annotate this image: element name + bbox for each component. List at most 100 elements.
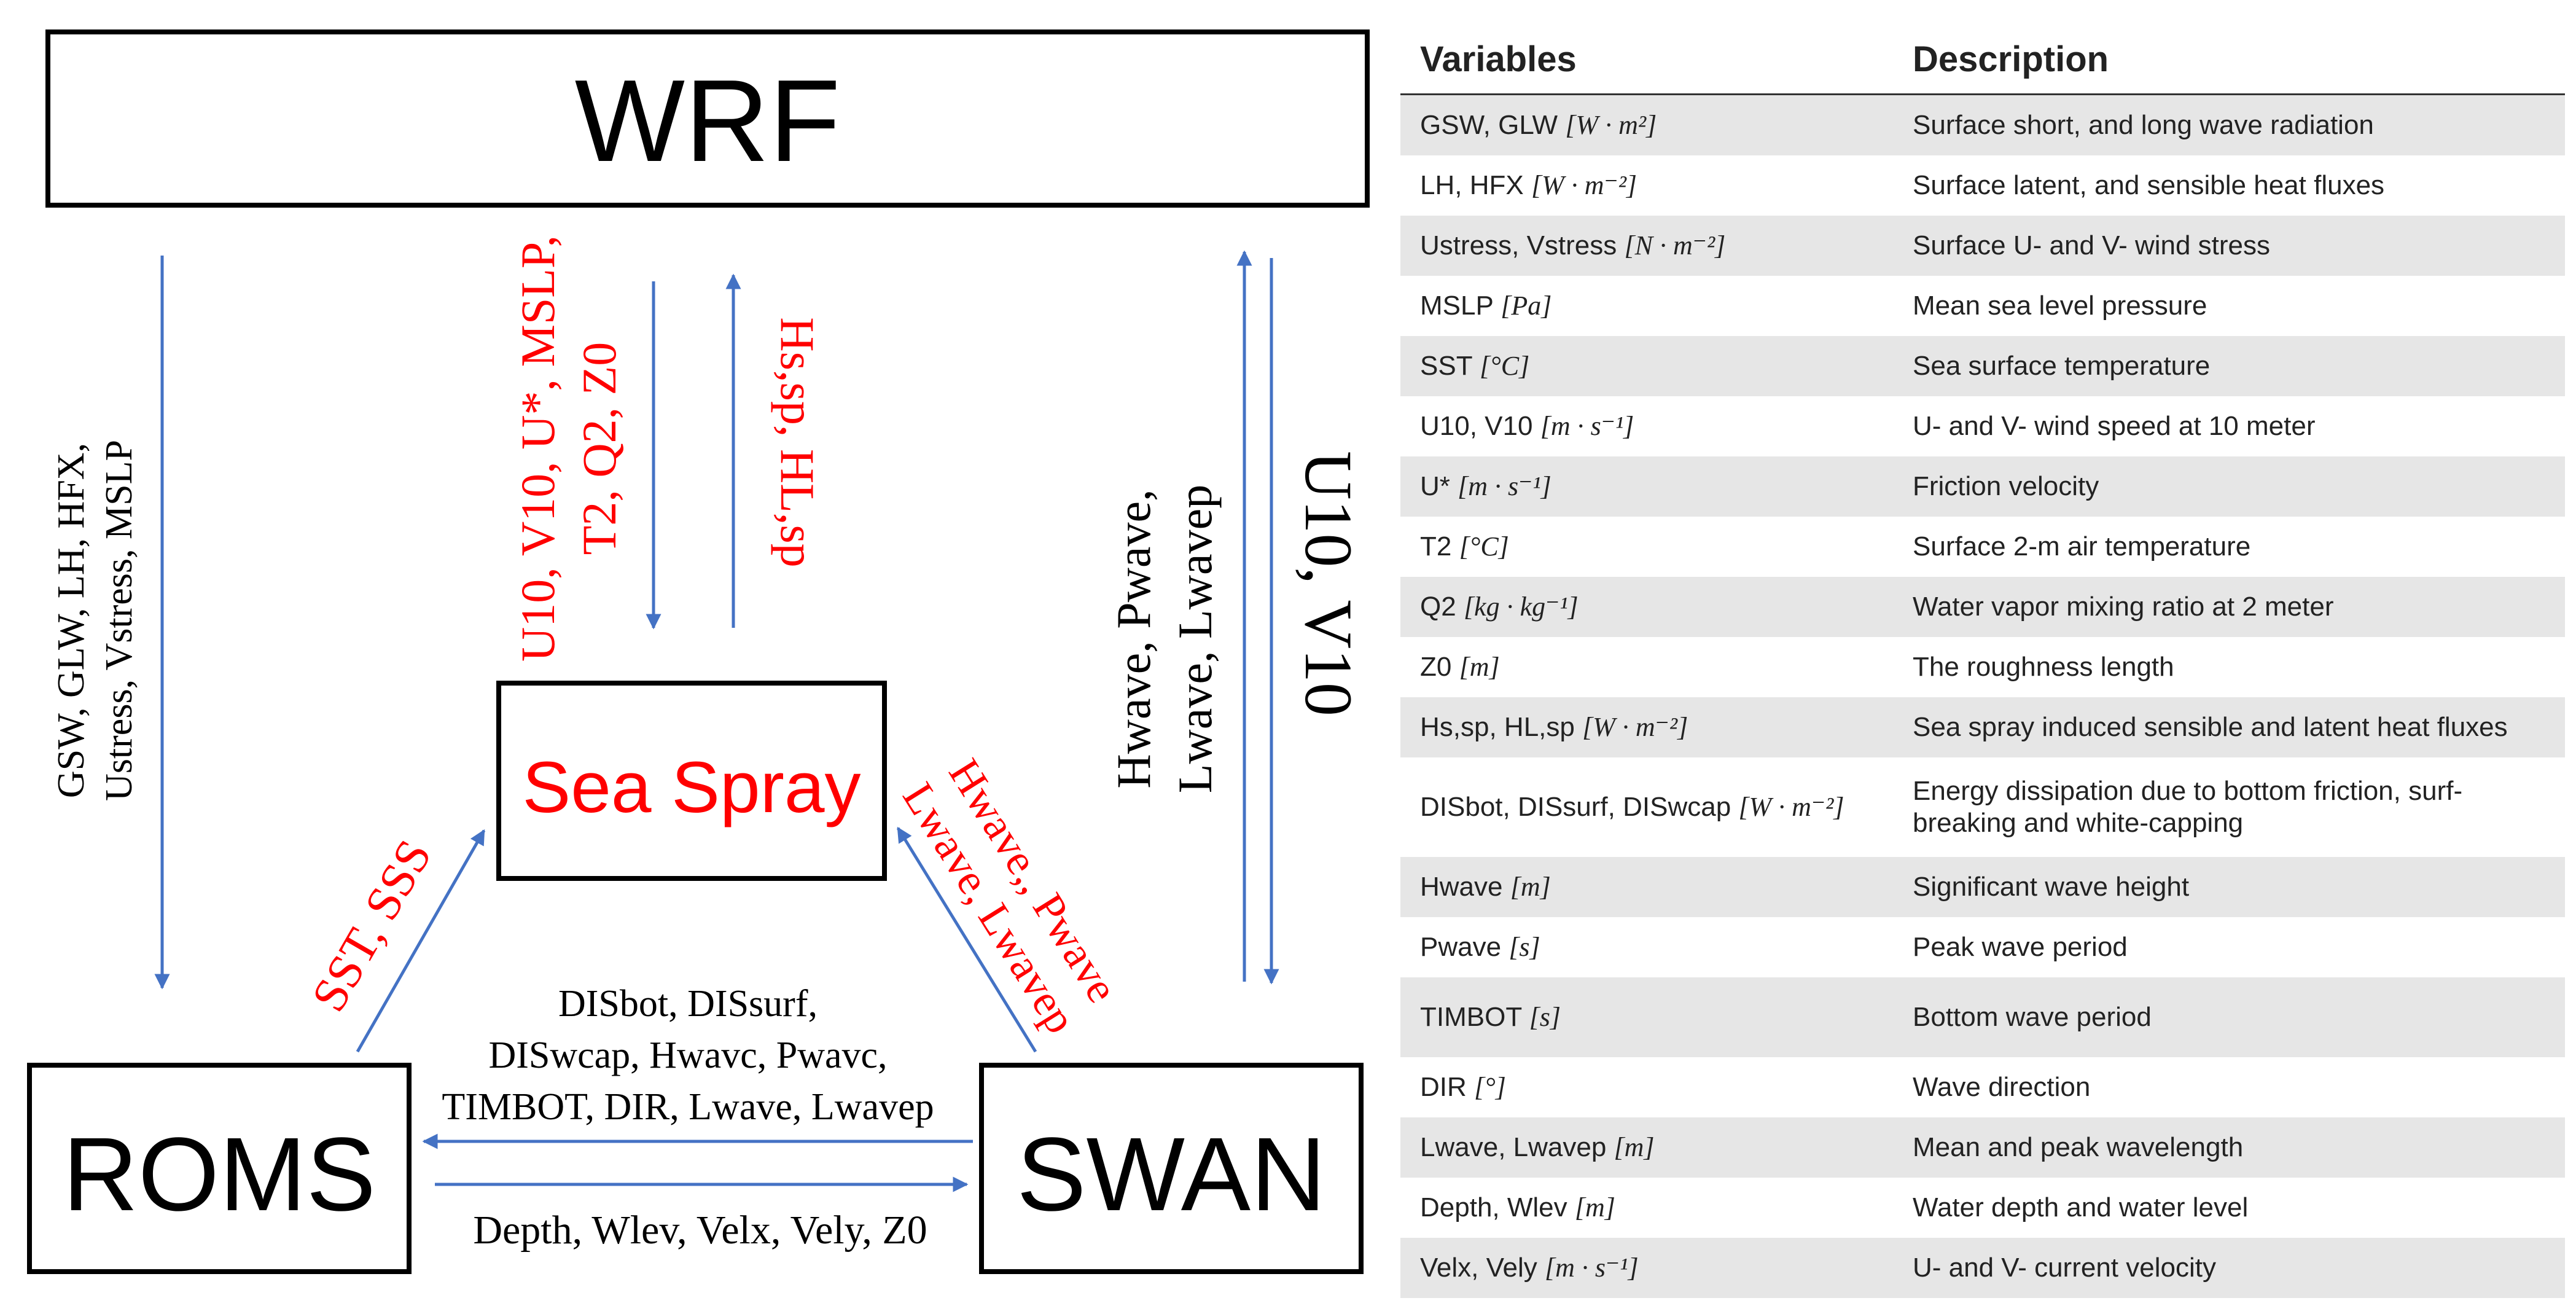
variable-cell: SST [°C]: [1400, 336, 1893, 396]
description-cell: Sea surface temperature: [1893, 336, 2565, 396]
label-swan-to-roms-line3: TIMBOT, DIR, Lwave, Lwavep: [442, 1086, 934, 1128]
table-row: Pwave [s] Peak wave period: [1400, 917, 2565, 977]
description-cell: Mean sea level pressure: [1913, 291, 2207, 321]
description-cell: U- and V- current velocity: [1893, 1238, 2565, 1298]
table-row: Lwave, Lwavep [m]Mean and peak wavelengt…: [1400, 1117, 2565, 1178]
label-swan-to-wrf: Hwave, Pwave, Lwave, Lwavep: [1107, 485, 1222, 793]
header-description: Description: [1893, 25, 2565, 95]
variable-name: SST: [1420, 351, 1472, 381]
variable-unit: [m]: [1574, 1192, 1615, 1222]
variable-unit: [m]: [1614, 1132, 1655, 1162]
variable-cell: MSLP [Pa]: [1400, 276, 1893, 336]
label-swan-to-spray: Hwave,, Pwave Lwave, Lwavep: [893, 751, 1127, 1042]
variable-unit: [kg · kg⁻¹]: [1463, 592, 1579, 622]
table-row: Z0 [m] The roughness length: [1400, 637, 2565, 697]
table-row: U10, V10 [m · s⁻¹]U- and V- wind speed a…: [1400, 396, 2565, 456]
variable-unit: [°C]: [1459, 531, 1509, 561]
table-row: TIMBOT [s]Bottom wave period: [1400, 977, 2565, 1057]
variable-cell: U* [m · s⁻¹]: [1400, 456, 1893, 517]
variable-unit: [W · m²]: [1565, 110, 1657, 140]
variable-name: Velx, Vely: [1420, 1253, 1537, 1283]
variable-cell: Q2 [kg · kg⁻¹]: [1400, 577, 1893, 637]
label-spray-to-wrf: Hs,sp, HL,sp: [771, 317, 824, 567]
variable-name: Ustress, Vstress: [1420, 230, 1617, 260]
label-wrf-to-spray-line2: T2, Q2, Z0: [572, 342, 626, 555]
table-row: Hs,sp, HL,sp [W · m⁻²]Sea spray induced …: [1400, 697, 2565, 757]
variable-unit: [m · s⁻¹]: [1458, 471, 1551, 501]
variable-name: Pwave: [1420, 932, 1502, 962]
variable-cell: Velx, Vely [m · s⁻¹]: [1400, 1238, 1893, 1298]
label-wrf-to-spray-line1: U10, V10, U*, MSLP,: [511, 235, 564, 662]
variable-unit: [m · s⁻¹]: [1540, 411, 1634, 441]
variable-cell: Hs,sp, HL,sp [W · m⁻²]: [1400, 697, 1893, 757]
label-wrf-to-swan: U10, V10: [1291, 451, 1366, 716]
variable-cell: Hwave [m]: [1400, 857, 1893, 917]
variable-name: Z0: [1420, 652, 1452, 682]
variables-table: Variables Description GSW, GLW [W · m²]S…: [1400, 25, 2565, 1298]
variable-cell: TIMBOT [s]: [1400, 977, 1893, 1057]
description-cell: Water depth and water level: [1913, 1192, 2249, 1222]
variable-unit: [°]: [1474, 1072, 1506, 1102]
swan-box: SWAN: [979, 1063, 1364, 1274]
arrow-roms-to-spray: [356, 829, 486, 1053]
label-wrf-to-spray: U10, V10, U*, MSLP, T2, Q2, Z0: [511, 235, 626, 662]
table-row: MSLP [Pa] Mean sea level pressure: [1400, 276, 2565, 336]
description-cell: Surface latent, and sensible heat fluxes: [1913, 170, 2385, 200]
sea-spray-box: Sea Spray: [496, 681, 887, 881]
variable-unit: [°C]: [1480, 351, 1530, 381]
description-cell: Peak wave period: [1913, 932, 2128, 962]
description-cell: Surface 2-m air temperature: [1913, 531, 2251, 561]
sea-spray-title: Sea Spray: [523, 747, 861, 828]
wrf-box: WRF: [45, 29, 1370, 208]
diagram-canvas: WRF Sea Spray ROMS SWAN GSW, GLW, LH, HF…: [27, 29, 1370, 1274]
label-swan-to-wrf-line2: Lwave, Lwavep: [1168, 485, 1222, 793]
description-cell: Surface U- and V- wind stress: [1893, 216, 2565, 276]
roms-title: ROMS: [63, 1116, 376, 1233]
variable-unit: [W · m⁻²]: [1531, 170, 1637, 200]
table-row: LH, HFX [W · m⁻²] Surface latent, and sen…: [1400, 155, 2565, 216]
label-swan-to-roms-line1: DISbot, DISsurf,: [558, 983, 818, 1025]
description-cell: Energy dissipation due to bottom frictio…: [1913, 776, 2463, 838]
variable-cell: U10, V10 [m · s⁻¹]: [1400, 396, 1893, 456]
variable-cell: DIR [°]: [1400, 1057, 1893, 1117]
variable-unit: [m · s⁻¹]: [1545, 1253, 1639, 1283]
variable-name: MSLP: [1420, 291, 1494, 321]
description-cell: Significant wave height: [1893, 857, 2565, 917]
label-wrf-to-swan-text: U10, V10: [1291, 451, 1366, 716]
variable-name: DIR: [1420, 1072, 1467, 1102]
variable-cell: LH, HFX [W · m⁻²]: [1400, 155, 1893, 216]
variable-name: Hs,sp, HL,sp: [1420, 712, 1575, 742]
table-row: Velx, Vely [m · s⁻¹]U- and V- current ve…: [1400, 1238, 2565, 1298]
roms-box: ROMS: [27, 1063, 412, 1274]
variable-name: U*: [1420, 471, 1450, 501]
variable-unit: [m]: [1510, 872, 1551, 902]
variable-name: Hwave: [1420, 872, 1503, 902]
variable-cell: Pwave [s]: [1400, 917, 1893, 977]
variable-name: T2: [1420, 531, 1452, 561]
label-roms-to-spray: SST, SSS: [302, 831, 442, 1020]
variable-name: Q2: [1420, 592, 1456, 622]
variable-unit: [W · m⁻²]: [1582, 712, 1688, 742]
variable-unit: [m]: [1459, 652, 1500, 682]
label-swan-to-roms-line2: DISwcap, Hwavc, Pwavc,: [488, 1034, 887, 1076]
table-row: U* [m · s⁻¹]Friction velocity: [1400, 456, 2565, 517]
variable-unit: [N · m⁻²]: [1624, 230, 1726, 260]
arrow-swan-to-spray: [896, 826, 1037, 1053]
variable-cell: Z0 [m]: [1400, 637, 1893, 697]
table-header-row: Variables Description: [1400, 25, 2565, 95]
wrf-title: WRF: [575, 56, 841, 186]
description-cell: The roughness length: [1913, 652, 2174, 682]
variable-unit: [Pa]: [1501, 291, 1552, 321]
table-row: Depth, Wlev [m]Water depth and water lev…: [1400, 1178, 2565, 1238]
label-roms-to-spray-text: SST, SSS: [302, 831, 442, 1020]
variable-cell: DISbot, DISsurf, DISwcap [W · m⁻²]: [1400, 757, 1893, 857]
table-row: Hwave [m]Significant wave height: [1400, 857, 2565, 917]
variable-name: LH, HFX: [1420, 170, 1524, 200]
variable-unit: [s]: [1509, 932, 1540, 962]
variable-cell: Ustress, Vstress [N · m⁻²]: [1400, 216, 1893, 276]
label-spray-to-wrf-text: Hs,sp, HL,sp: [771, 317, 824, 567]
description-cell: Wave direction: [1913, 1072, 2091, 1102]
description-cell: Sea spray induced sensible and latent he…: [1893, 697, 2565, 757]
table-row: SST [°C]Sea surface temperature: [1400, 336, 2565, 396]
variable-unit: [W · m⁻²]: [1738, 792, 1844, 822]
